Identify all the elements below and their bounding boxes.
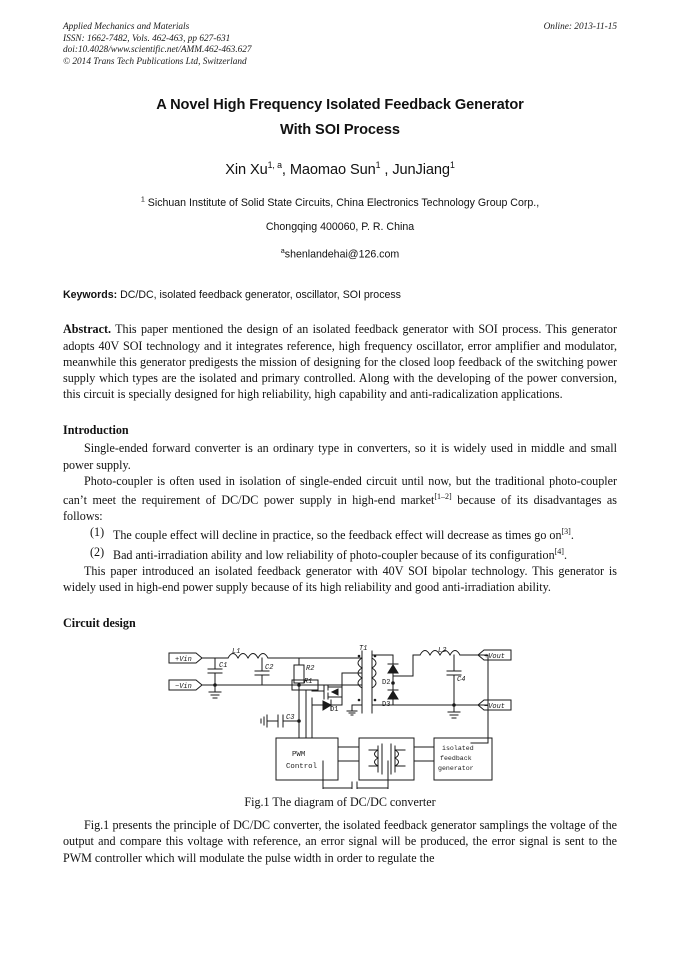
figure-1: +Vin −Vin +Vout −Vout L1 L2 C1 C2 C3 C4 … [63, 643, 617, 790]
vin-positive-terminal [168, 652, 203, 664]
keywords-block: Keywords: DC/DC, isolated feedback gener… [63, 288, 617, 302]
affiliation-line-2: Chongqing 400060, P. R. China [265, 220, 415, 233]
email-sup: a [280, 245, 285, 255]
author-3-name: JunJiang [392, 162, 450, 179]
label-vout-positive: +Vout [484, 653, 505, 661]
label-pwm-line-1: PWM [292, 751, 305, 759]
isolation-transformer-block [358, 737, 415, 781]
label-vin-negative: −Vin [175, 683, 192, 691]
label-diode-d1: D1 [330, 706, 338, 714]
affiliation-text: Sichuan Institute of Solid State Circuit… [144, 196, 540, 209]
online-date: Online: 2013-11-15 [543, 22, 617, 32]
section-heading-circuit-design: Circuit design [63, 616, 136, 631]
contact-email-line: ashenlandehai@126.com [63, 239, 617, 267]
disadvantage-list: (1) The couple effect will decline in pr… [63, 524, 617, 562]
list-item-1-text-a: Bad anti-irradiation ability and low rel… [113, 547, 555, 562]
citation-ref-3[interactable]: [3] [561, 527, 571, 537]
copyright-line: © 2014 Trans Tech Publications Ltd, Swit… [63, 56, 247, 67]
author-list: Xin Xu1, a, Maomao Sun1 , JunJiang1 [63, 160, 617, 178]
label-transformer-t1: T1 [359, 645, 367, 653]
figure-caption: Fig.1 The diagram of DC/DC converter [244, 795, 436, 810]
intro-p2-part-a: Photo-coupler is often used in isolation… [63, 473, 617, 507]
issn-line: ISSN: 1662-7482, Vols. 462-463, pp 627-6… [63, 33, 231, 44]
author-1-name: Xin Xu [225, 162, 268, 179]
author-2-name: Maomao Sun [289, 162, 376, 179]
list-item-text: The couple effect will decline in practi… [113, 524, 617, 543]
running-head: Applied Mechanics and Materials ISSN: 16… [63, 22, 617, 68]
label-capacitor-c2: C2 [265, 664, 273, 672]
label-capacitor-c3: C3 [286, 714, 294, 722]
keywords-value: DC/DC, isolated feedback generator, osci… [117, 289, 401, 302]
page-title: A Novel High Frequency Isolated Feedback… [63, 93, 617, 143]
label-inductor-l2: L2 [438, 647, 446, 655]
email-address[interactable]: shenlandehai@126.com [284, 248, 400, 261]
pwm-control-block [275, 737, 339, 781]
title-line-1: A Novel High Frequency Isolated Feedback… [156, 97, 524, 114]
intro-paragraph-2: Photo-coupler is often used in isolation… [63, 473, 617, 525]
vin-negative-terminal [168, 679, 203, 691]
abstract-block: Abstract. This paper mentioned the desig… [63, 321, 617, 402]
journal-name: Applied Mechanics and Materials [63, 22, 190, 32]
list-item-number: (2) [90, 544, 105, 559]
label-pwm-line-2: Control [286, 763, 318, 771]
list-item-1-text-b: . [563, 547, 567, 562]
author-3-sup: 1 [449, 160, 455, 171]
affiliation-block: 1 Sichuan Institute of Solid State Circu… [63, 187, 617, 266]
intro-paragraph-1: Single-ended forward converter is an ord… [63, 441, 617, 472]
keywords-label: Keywords: [63, 289, 118, 302]
affiliation-line-1: 1 Sichuan Institute of Solid State Circu… [140, 194, 540, 209]
abstract-text: This paper mentioned the design of an is… [63, 322, 617, 402]
affiliation-sup: 1 [140, 194, 145, 204]
list-item-number: (1) [90, 525, 105, 540]
label-diode-d3: D3 [382, 701, 390, 709]
label-resistor-r1: R1 [304, 678, 312, 686]
citation-ref-1-2[interactable]: [1–2] [434, 491, 452, 501]
label-feedback-line-3: generator [438, 765, 474, 772]
list-item-0-text-a: The couple effect will decline in practi… [113, 528, 562, 543]
doi-line: doi:10.4028/www.scientific.net/AMM.462-4… [63, 45, 252, 56]
vout-positive-terminal [477, 649, 512, 661]
label-resistor-r2: R2 [306, 665, 314, 673]
label-feedback-line-1: isolated [442, 745, 474, 752]
dcdc-converter-diagram: +Vin −Vin +Vout −Vout L1 L2 C1 C2 C3 C4 … [168, 645, 512, 790]
intro-p2-part-b: because of its disadvantages as follows: [63, 492, 617, 524]
author-sep-1: , [281, 162, 290, 179]
label-vout-negative: −Vout [484, 703, 505, 711]
page-content: Applied Mechanics and Materials ISSN: 16… [63, 22, 617, 866]
author-2-sup: 1 [375, 160, 381, 171]
label-capacitor-c1: C1 [219, 662, 227, 670]
label-vin-positive: +Vin [175, 656, 192, 664]
list-item-text: Bad anti-irradiation ability and low rel… [113, 544, 617, 563]
intro-paragraph-3: This paper introduced an isolated feedba… [63, 563, 617, 595]
label-diode-d2: D2 [382, 679, 390, 687]
label-feedback-line-2: feedback [440, 755, 472, 762]
isolated-feedback-generator-block [433, 737, 493, 781]
abstract-label: Abstract. [63, 322, 112, 337]
author-sep-2: , [380, 162, 393, 179]
section-heading-introduction: Introduction [63, 423, 129, 438]
paragraph-after-figure: Fig.1 presents the principle of DC/DC co… [63, 818, 617, 865]
title-line-2: With SOI Process [280, 122, 400, 139]
citation-ref-4[interactable]: [4] [554, 546, 564, 556]
list-item-0-text-b: . [570, 528, 574, 543]
list-item: (2) Bad anti-irradiation ability and low… [63, 544, 617, 563]
list-item: (1) The couple effect will decline in pr… [63, 524, 617, 543]
label-capacitor-c4: C4 [457, 676, 465, 684]
label-inductor-l1: L1 [232, 648, 240, 656]
author-1-sup: 1, a [267, 160, 282, 171]
